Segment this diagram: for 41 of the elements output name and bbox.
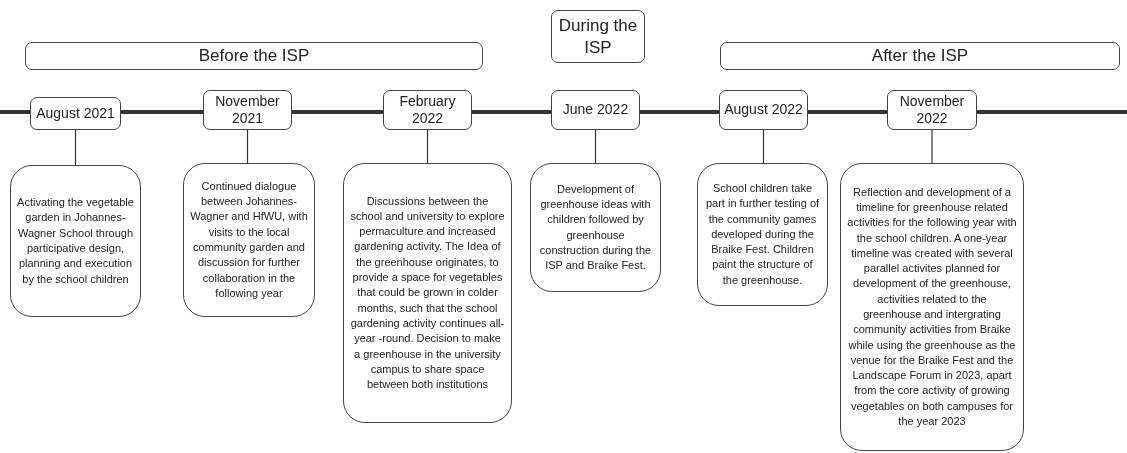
event-description: Activating the vegetable garden in Johannes-Wagner School through participative design, planning and execution by the school children bbox=[17, 195, 134, 287]
event-description: Reflection and development of a timeline for greenhouse related activities for the following year with the school children. A one-year timeline was created with several parallel activites planned for development of the greenhouse, activities related to the greenhouse and intergrating community activities from Braike while using the greenhouse as the venue for the Braike Fest and the Landscape Forum in 2023, apart from the core activity of growing vegetables on both campuses for the year 2023 bbox=[847, 184, 1017, 430]
connector-line bbox=[762, 129, 765, 164]
event-description: Continued dialogue between Johannes-Wagner and HfWU, with visits to the local community garden and discussion for further collaboration in the following year bbox=[190, 178, 308, 301]
connector-line bbox=[74, 129, 77, 166]
event-description: Discussions between the school and university to explore permaculture and increased gardening activity. The Idea of the greenhouse originates, to provide a space for vegetables that could be grown in colder months, such that the school gardening activity continues all-year -round. Decision to make a greenhouse in the university campus to share space between both institutions bbox=[350, 193, 505, 393]
event-description: Development of greenhouse ideas with children followed by greenhouse construction during the ISP and Braike Fest. bbox=[538, 181, 653, 274]
date-box bbox=[719, 90, 808, 130]
phase-box bbox=[720, 42, 1120, 70]
date-box bbox=[551, 90, 640, 130]
date-label: November 2022 bbox=[898, 92, 966, 128]
event-box bbox=[530, 163, 661, 292]
timeline-segment bbox=[808, 110, 887, 114]
event-box bbox=[697, 163, 828, 306]
event-box bbox=[840, 163, 1024, 451]
event-box bbox=[343, 163, 512, 423]
timeline-segment bbox=[292, 110, 383, 114]
date-label: February 2022 bbox=[398, 92, 457, 128]
phase-box bbox=[25, 42, 483, 70]
connector-line bbox=[594, 129, 597, 164]
phase-label: After the ISP bbox=[871, 45, 969, 67]
connector-line bbox=[931, 129, 933, 164]
date-box bbox=[30, 97, 121, 130]
phase-box bbox=[551, 10, 645, 63]
date-box bbox=[887, 90, 977, 130]
timeline-segment bbox=[640, 110, 719, 114]
connector-line bbox=[246, 129, 249, 164]
phase-label: During the ISP bbox=[557, 15, 639, 58]
event-box bbox=[10, 165, 141, 317]
date-label: June 2022 bbox=[562, 101, 629, 119]
date-label: November 2021 bbox=[214, 92, 281, 128]
event-description: School children take part in further testing of the community games developed during the Braike Fest. Children paint the structure of the greenhouse. bbox=[704, 180, 821, 288]
date-label: August 2022 bbox=[724, 101, 803, 119]
date-box bbox=[383, 90, 472, 130]
date-box bbox=[203, 90, 292, 130]
event-box bbox=[183, 163, 315, 317]
connector-line bbox=[426, 129, 429, 164]
date-label: August 2021 bbox=[36, 104, 115, 123]
timeline-segment bbox=[472, 110, 551, 114]
timeline-segment bbox=[121, 110, 203, 114]
phase-label: Before the ISP bbox=[198, 45, 310, 67]
